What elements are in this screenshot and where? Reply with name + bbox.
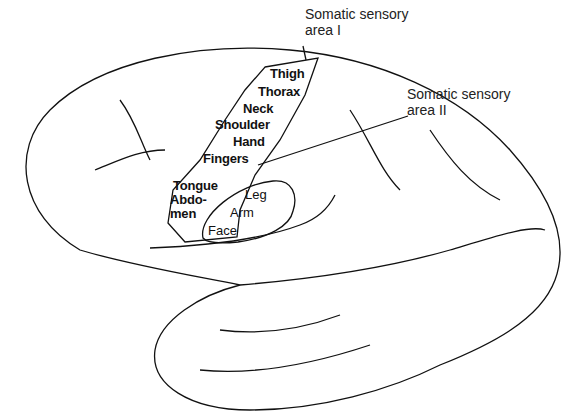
- sulcus: [220, 315, 340, 332]
- brain-outline: [26, 48, 560, 410]
- body-part-label: Face: [208, 224, 237, 238]
- sulcus: [120, 100, 150, 160]
- region-border: [203, 181, 295, 243]
- body-part-label: Shoulder: [215, 118, 270, 132]
- body-part-label: Arm: [230, 206, 254, 220]
- temporal-sulcus: [240, 229, 545, 285]
- sulcus: [95, 150, 165, 170]
- region-border: [168, 58, 318, 242]
- body-part-label: Tongue: [173, 179, 218, 193]
- area-label: Somatic sensory area II: [407, 86, 525, 118]
- area-label: Somatic sensory area I: [305, 6, 423, 38]
- body-part-label: Leg: [245, 188, 267, 202]
- sulcus: [350, 110, 400, 190]
- body-part-label: Thorax: [258, 85, 300, 99]
- leader-line: [303, 46, 306, 60]
- cortex-region: LegArmFace: [198, 176, 298, 246]
- body-part-label: Hand: [233, 135, 265, 149]
- sulcus: [430, 130, 500, 200]
- body-part-label: Abdo- men: [170, 193, 210, 221]
- body-part-label: Fingers: [203, 152, 249, 166]
- body-part-label: Thigh: [270, 67, 304, 81]
- sulcus: [200, 345, 370, 371]
- body-part-label: Neck: [243, 102, 273, 116]
- leader-line: [258, 116, 408, 165]
